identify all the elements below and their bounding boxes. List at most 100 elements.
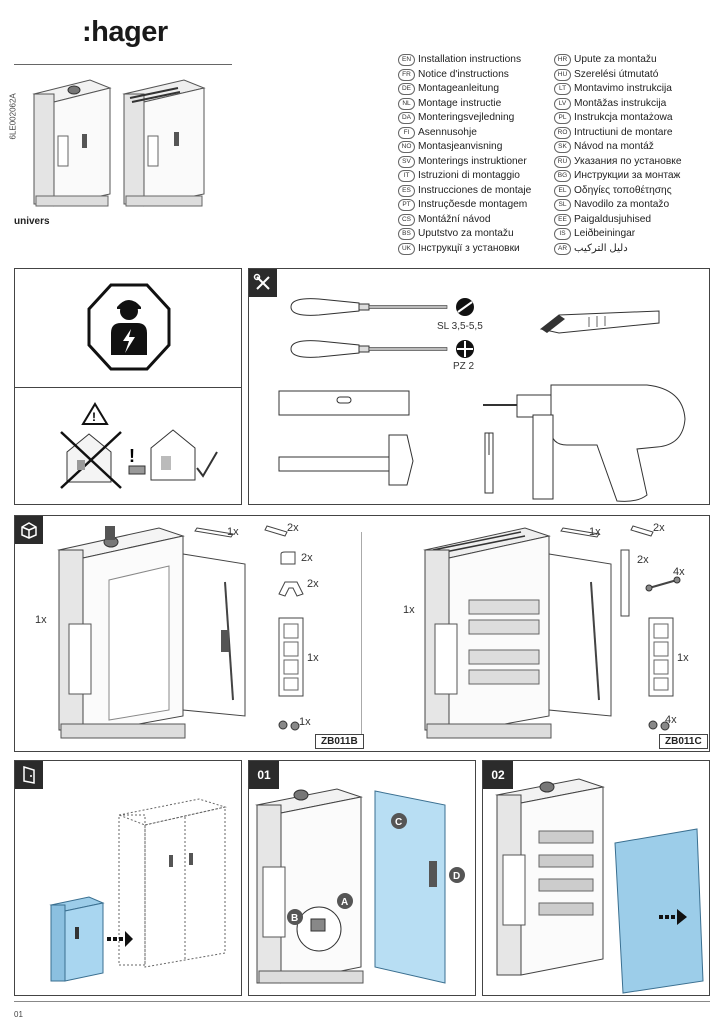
callout-d: D <box>453 871 460 882</box>
package-contents-panel: 1x 1x 2x 2x 2x 1x 1x ZB011B 1x <box>14 515 710 752</box>
step-02-panel: 02 <box>482 760 710 996</box>
callout-c: C <box>395 817 402 828</box>
qty-screws-right: 4x <box>665 714 677 726</box>
qty-strips-left: 2x <box>287 522 299 534</box>
qty-cabinet-right: 1x <box>403 604 415 616</box>
footer-divider <box>14 1001 710 1002</box>
rail-part-icon-right <box>560 527 600 538</box>
door-badge <box>15 761 43 789</box>
contents-divider <box>361 532 362 742</box>
hammer-icon <box>278 434 414 486</box>
cabinet-open-door-illustration <box>57 526 246 739</box>
qty-screws-left: 1x <box>299 716 311 728</box>
logo-divider <box>14 64 232 65</box>
strip-part-icon-right <box>630 525 654 537</box>
frame-part-icon-right <box>648 617 674 697</box>
document-code: 6LE002062A <box>8 93 18 140</box>
qty-bracket-left: 2x <box>307 578 319 590</box>
phillips-size-label: PZ 2 <box>453 361 475 372</box>
screws-part-icon <box>278 720 300 731</box>
qualified-electrician-panel <box>14 268 242 388</box>
product-brand: univers <box>14 216 50 227</box>
hager-logo: :hager <box>82 16 168 48</box>
cabinet-closed-illustration <box>32 79 112 207</box>
rail-part-icon <box>194 527 234 538</box>
qty-cabinet-left: 1x <box>35 614 47 626</box>
qty-rail-left: 1x <box>227 526 239 538</box>
dashed-cabinet-illustration <box>49 798 227 982</box>
cabinet-with-modules-illustration <box>423 527 612 739</box>
qty-frame-right: 1x <box>677 652 689 664</box>
electrician-warning-icon <box>87 283 171 371</box>
spirit-level-icon <box>278 390 410 416</box>
ref-code-right: ZB011C <box>659 734 708 749</box>
screws-part-icon-right <box>648 720 670 731</box>
power-off-houses-icon: ! ! <box>60 402 218 489</box>
qty-bar-right: 2x <box>637 554 649 566</box>
slotted-screwdriver-icon <box>290 298 448 316</box>
bolts-part-icon <box>645 576 681 592</box>
power-drill-icon <box>483 384 686 502</box>
tools-panel: SL 3,5-5,5 PZ 2 <box>248 268 710 505</box>
power-off-warning-panel: ! ! <box>14 387 242 505</box>
frame-part-icon <box>278 617 304 697</box>
qty-bolts-right: 4x <box>673 566 685 578</box>
callout-a: A <box>341 897 348 908</box>
callout-b: B <box>291 913 298 924</box>
phillips-screwdriver-icon <box>290 340 448 358</box>
cabinet-open-illustration <box>122 79 206 207</box>
overview-step-panel <box>14 760 242 996</box>
slotted-tip-icon <box>456 298 474 316</box>
phillips-tip-icon <box>456 340 474 358</box>
drill-bit-icon <box>484 432 494 494</box>
door-removal-illustration: C D A B <box>255 788 465 984</box>
bracket-part-icon <box>278 581 304 597</box>
clip-part-icon <box>280 551 296 565</box>
slotted-size-label: SL 3,5-5,5 <box>437 321 483 332</box>
box-icon <box>21 522 37 539</box>
qty-clip-left: 2x <box>301 552 313 564</box>
contents-badge <box>15 516 43 544</box>
step-01-badge: 01 <box>249 761 279 789</box>
qty-strips-right: 2x <box>653 522 665 534</box>
door-icon <box>23 765 35 784</box>
bar-part-icon <box>620 549 630 617</box>
ref-code-left: ZB011B <box>315 734 364 749</box>
panel-removal-illustration <box>495 778 704 994</box>
svg-text:!: ! <box>129 446 135 466</box>
qty-frame-left: 1x <box>307 652 319 664</box>
tools-badge <box>249 269 277 297</box>
step-01-panel: 01 C D A B <box>248 760 476 996</box>
svg-text:!: ! <box>92 410 96 424</box>
